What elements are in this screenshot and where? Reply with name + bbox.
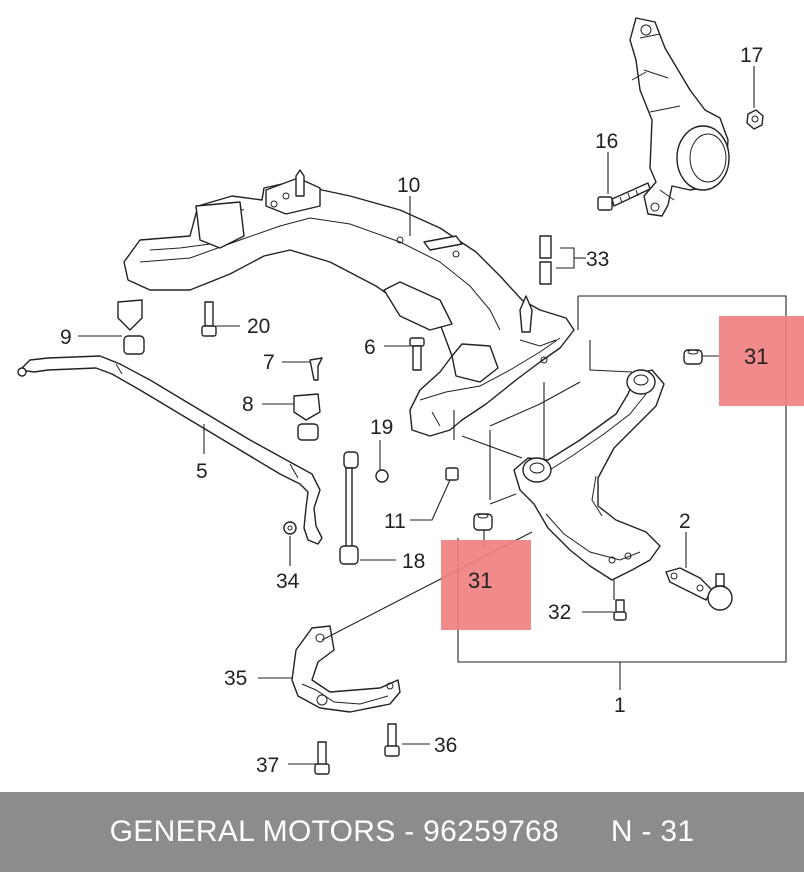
bolt-6 — [409, 337, 425, 371]
bolt-32 — [613, 599, 627, 621]
steering-knuckle — [629, 17, 730, 217]
callout-20: 20 — [247, 315, 270, 338]
bracket-35 — [291, 625, 401, 713]
bushing-31-right — [683, 349, 703, 365]
lower-control-arm — [513, 369, 665, 581]
callout-8: 8 — [242, 393, 254, 416]
callout-10: 10 — [397, 174, 420, 197]
footer-part-number: 96259768 — [423, 815, 560, 848]
footer-separator: - — [395, 815, 424, 848]
callout-31-left: 31 — [468, 568, 492, 593]
ball-joint-2 — [665, 567, 733, 611]
subframe-crossmember — [123, 169, 575, 437]
callout-34: 34 — [276, 570, 300, 593]
nut-11 — [445, 467, 459, 481]
callout-18: 18 — [402, 550, 425, 573]
callout-2: 2 — [679, 510, 691, 533]
footer-gap — [559, 815, 611, 849]
callout-11: 11 — [384, 510, 406, 533]
bolt-16 — [597, 182, 651, 211]
callout-5: 5 — [196, 460, 208, 483]
callout-33: 33 — [586, 248, 609, 271]
callout-labels: 17 16 10 33 20 9 6 7 8 19 5 11 18 34 2 3… — [60, 44, 763, 777]
highlight-31-right: 31 — [719, 316, 804, 406]
callout-19: 19 — [370, 416, 393, 439]
clamp-8 — [293, 393, 321, 441]
footer-brand: GENERAL MOTORS — [109, 815, 396, 848]
leader-lines — [78, 66, 755, 765]
callout-16: 16 — [595, 130, 618, 153]
bolt-36 — [384, 723, 400, 757]
bolt-37 — [314, 741, 330, 775]
callout-7: 7 — [263, 351, 275, 374]
callout-9: 9 — [60, 326, 72, 349]
callout-36: 36 — [434, 734, 457, 757]
callout-1: 1 — [614, 694, 626, 717]
callout-32: 32 — [548, 601, 571, 624]
callout-37: 37 — [256, 754, 279, 777]
highlight-31-left: 31 — [441, 540, 531, 630]
clamp-9 — [117, 299, 145, 355]
stabilizer-link — [339, 451, 389, 565]
footer-banner: GENERAL MOTORS - 96259768 N - 31 — [0, 792, 804, 872]
nut-17 — [746, 109, 764, 130]
callout-6: 6 — [364, 336, 376, 359]
callout-31-right: 31 — [744, 344, 768, 369]
exploded-view-drawing: 17 16 10 33 20 9 6 7 8 19 5 11 18 34 2 3… — [17, 17, 804, 777]
callout-17: 17 — [740, 44, 763, 67]
stabilizer-bar — [17, 355, 323, 545]
nut-34 — [283, 521, 297, 535]
callout-35: 35 — [224, 667, 247, 690]
bushing-31-left — [473, 513, 493, 531]
footer-ref-label: N - 31 — [610, 815, 695, 848]
spacer-33 — [539, 235, 552, 285]
bolt-20 — [201, 301, 217, 337]
bolt-7 — [309, 357, 323, 381]
